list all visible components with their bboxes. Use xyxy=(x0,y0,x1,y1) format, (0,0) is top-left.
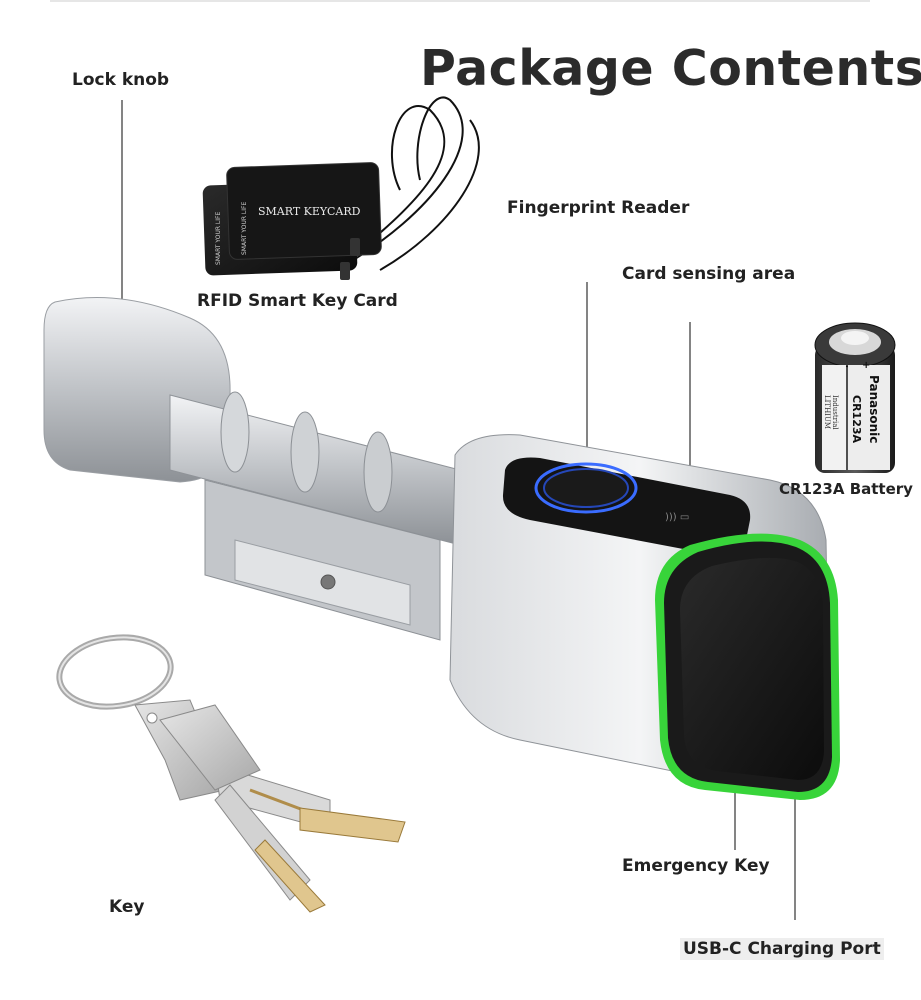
lock-knob-label: Lock knob xyxy=(72,70,170,90)
cr123a-battery xyxy=(814,322,896,473)
emergency-keys xyxy=(56,634,406,913)
keycard-side-text: SMART YOUR LIFE xyxy=(241,202,248,255)
battery-plus-text: + xyxy=(862,360,870,371)
battery-model-text: CR123A xyxy=(850,395,863,444)
battery-brand-text: Panasonic xyxy=(867,375,881,443)
battery-sub1-text: Industrial xyxy=(831,395,839,430)
svg-text:))) ▭: ))) ▭ xyxy=(665,512,689,523)
card-sensing-area-label: Card sensing area xyxy=(622,264,796,284)
top-divider xyxy=(50,0,870,2)
key-label: Key xyxy=(109,897,145,917)
keycard-front-text: SMART KEYCARD xyxy=(258,205,361,218)
usb-port-label: USB-C Charging Port xyxy=(680,938,884,960)
battery-sub2-text: LITHIUM xyxy=(823,395,831,429)
page-title: Package Contents xyxy=(420,40,921,97)
emergency-key-label: Emergency Key xyxy=(622,856,770,876)
rfid-keycards xyxy=(202,96,480,280)
keycard-side-text-2: SMART YOUR LIFE xyxy=(215,212,222,265)
lock-cylinder: ))) ▭ xyxy=(43,297,840,800)
fingerprint-reader-label: Fingerprint Reader xyxy=(507,198,690,218)
rfid-card-label: RFID Smart Key Card xyxy=(197,291,398,311)
battery-label: CR123A Battery xyxy=(779,480,913,498)
